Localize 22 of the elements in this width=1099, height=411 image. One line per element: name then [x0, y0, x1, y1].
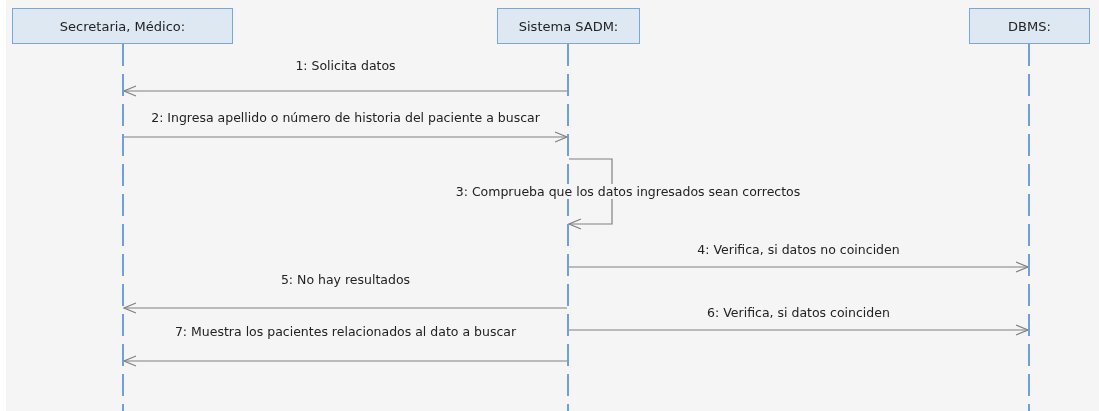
- lifeline-name: Secretaria, Médico:: [59, 18, 186, 34]
- message-label: 4: Verifica, si datos no coinciden: [695, 242, 902, 257]
- message-label: 3: Comprueba que los datos ingresados sean correctos: [453, 184, 803, 199]
- lifeline: [1028, 44, 1030, 411]
- message-arrow: [123, 131, 568, 143]
- lifeline-head: [12, 8, 233, 44]
- message-label: 1: Solicita datos: [293, 58, 398, 73]
- lifeline-head: [969, 8, 1090, 44]
- lifeline: [567, 44, 569, 411]
- message-label: 5: No hay resultados: [278, 272, 413, 287]
- message-arrow: [568, 261, 1029, 273]
- message-arrow: [123, 85, 568, 97]
- message-arrow: [568, 324, 1029, 336]
- lifeline-head: [497, 8, 640, 44]
- lifeline-name: Sistema SADM:: [518, 18, 619, 34]
- message-arrow: [123, 302, 568, 314]
- message-arrow: [568, 158, 613, 230]
- lifeline-name: DBMS:: [1008, 18, 1051, 34]
- lifeline: [122, 44, 124, 411]
- message-label: 2: Ingresa apellido o número de historia del paciente a buscar: [149, 110, 542, 125]
- message-arrow: [123, 355, 568, 367]
- message-label: 6: Verifica, si datos coinciden: [705, 305, 892, 320]
